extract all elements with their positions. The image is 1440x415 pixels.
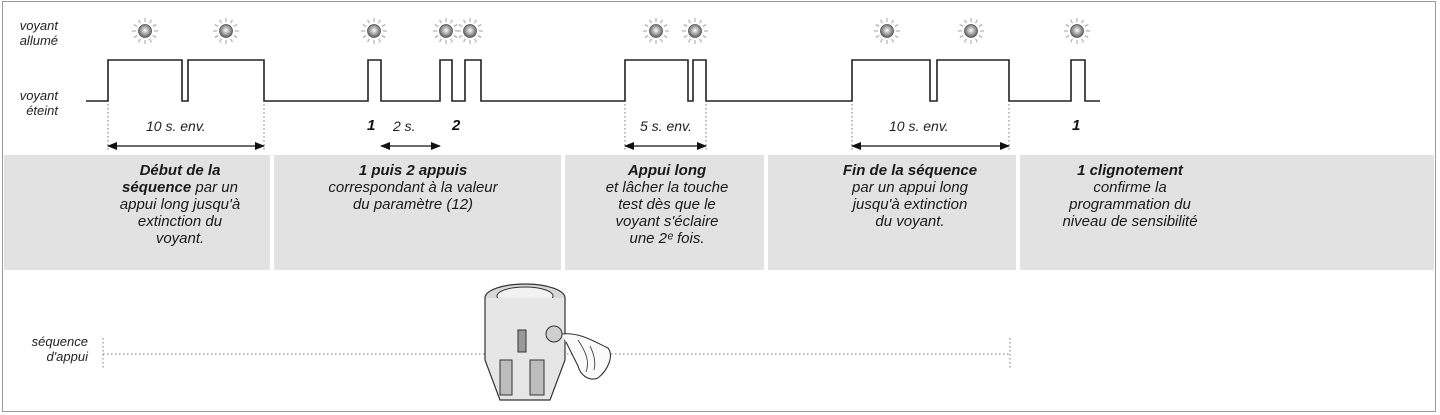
caption-1-title2: séquence [122, 179, 192, 196]
caption-4-line-3: du voyant. [875, 213, 945, 230]
led-lit-icon [213, 18, 239, 44]
caption-presses: 1 puis 2 appuis correspondant à la valeu… [278, 162, 548, 213]
led-lit-icon [874, 18, 900, 44]
test-button-illustration [484, 283, 611, 401]
caption-5-line-1: confirme la [1093, 179, 1167, 196]
dim-label-first: 10 s. env. [146, 118, 206, 134]
caption-3-line-3: voyant s'éclaire [615, 213, 719, 230]
caption-4-title: Fin de la séquence [842, 162, 978, 179]
led-lit-icon [132, 18, 158, 44]
led-lit-icon [682, 18, 708, 44]
press-count-one: 1 [367, 117, 376, 134]
caption-band-5 [1020, 155, 1434, 270]
caption-1-line-2: extinction du [137, 213, 223, 230]
dim-label-gap: 2 s. [393, 118, 416, 134]
led-off-label-1: voyant [19, 88, 58, 103]
led-lit-icon [643, 18, 669, 44]
caption-3-line-2: test dès que le [618, 196, 716, 213]
led-lit-icon [457, 18, 483, 44]
caption-band-4 [768, 155, 1016, 270]
caption-end-sequence: Fin de la séquence par un appui long jus… [800, 162, 1020, 230]
caption-band-2 [274, 155, 561, 270]
caption-1-title: Début de la [139, 162, 221, 179]
caption-4-line-2: jusqu'à extinction [852, 196, 968, 213]
caption-4-line-1: par un appui long [852, 179, 968, 196]
led-on-label-1: voyant [19, 18, 58, 33]
led-signal-trace [86, 59, 1100, 102]
led-on-label-2: allumé [19, 33, 58, 48]
caption-long-press: Appui long et lâcher la touche test dès … [572, 162, 762, 247]
caption-5-line-2: programmation du [1069, 196, 1191, 213]
press-count-two: 2 [452, 117, 461, 134]
caption-2-line-1: correspondant à la valeur [328, 179, 498, 196]
press-label-1: séquence [31, 334, 88, 349]
caption-confirmation-blink: 1 clignotement confirme la programmation… [1030, 162, 1230, 230]
led-off-label: voyant éteint [10, 88, 58, 118]
dim-label-last: 10 s. env. [889, 118, 949, 134]
caption-band-3 [565, 155, 764, 270]
dim-label-long: 5 s. env. [640, 118, 692, 134]
caption-1-line-1: appui long jusqu'à [119, 196, 241, 213]
caption-1-rest: par un [195, 179, 238, 196]
caption-5-title: 1 clignotement [1077, 162, 1183, 179]
press-label-2: d'appui [46, 349, 88, 364]
caption-2-line-2: du paramètre (12) [352, 196, 474, 213]
led-lit-icon [361, 18, 387, 44]
caption-start-sequence: Début de la séquence par un appui long j… [80, 162, 280, 247]
led-symbols [132, 18, 1090, 44]
led-lit-icon [1064, 18, 1090, 44]
led-lit-icon [433, 18, 459, 44]
caption-band-1 [4, 155, 270, 270]
caption-1-line-3: voyant. [155, 230, 205, 247]
caption-3-line-4: une 2ᵉ fois. [629, 230, 705, 247]
caption-2-title: 1 puis 2 appuis [358, 162, 468, 179]
led-on-label: voyant allumé [10, 18, 58, 48]
caption-5-line-3: niveau de sensibilité [1062, 213, 1198, 230]
caption-3-line-1: et lâcher la touche [605, 179, 729, 196]
blink-count-one: 1 [1072, 117, 1081, 134]
led-lit-icon [958, 18, 984, 44]
led-off-label-2: éteint [26, 103, 58, 118]
caption-3-title: Appui long [627, 162, 707, 179]
press-sequence-label: séquence d'appui [6, 334, 88, 364]
